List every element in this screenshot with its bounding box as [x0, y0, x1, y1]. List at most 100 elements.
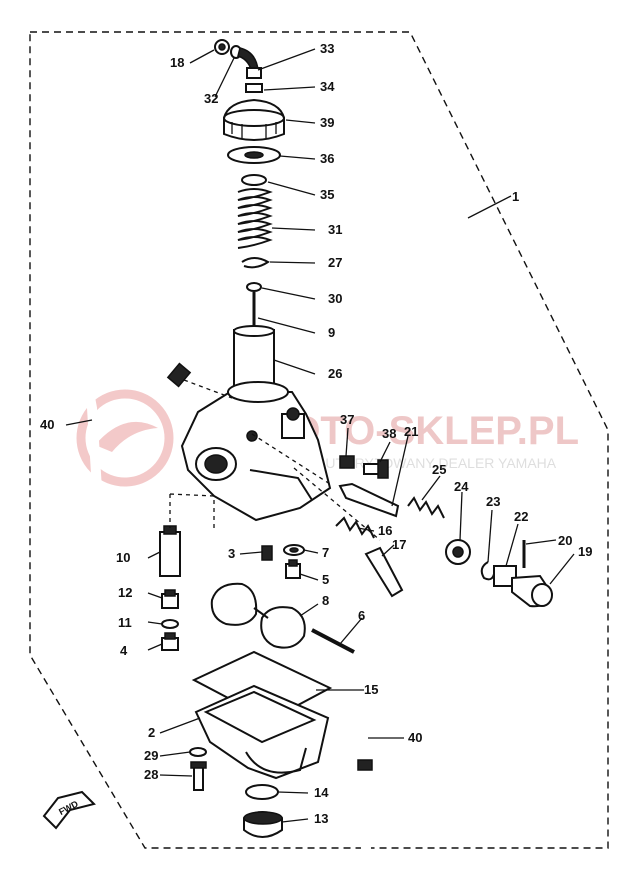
- part-14-o-ring: [245, 784, 279, 800]
- assembly-guide-lines: [169, 379, 381, 541]
- part-5-valve-seat: [285, 559, 301, 579]
- leader-line: [189, 49, 215, 64]
- callout-5: 5: [322, 572, 329, 587]
- leader-line: [271, 227, 316, 231]
- part-17-pilot-screw: [364, 546, 404, 598]
- leader-line: [299, 603, 319, 617]
- callout-7: 7: [322, 545, 329, 560]
- callout-16: 16: [378, 523, 392, 538]
- leader-line: [467, 195, 512, 219]
- callout-14: 14: [314, 785, 329, 800]
- leader-line: [277, 791, 309, 794]
- callout-25: 25: [432, 462, 446, 477]
- callout-17: 17: [392, 537, 406, 552]
- callout-18: 18: [170, 55, 184, 70]
- leader-line: [487, 509, 493, 563]
- leader-line: [263, 86, 316, 91]
- part-3-screw: [261, 545, 273, 561]
- callout-37: 37: [340, 412, 354, 427]
- leader-line: [261, 287, 316, 300]
- part-8-float: [210, 582, 306, 649]
- part-7-washer: [283, 544, 305, 556]
- callout-33: 33: [320, 41, 334, 56]
- leader-line: [505, 523, 519, 567]
- leader-line: [339, 617, 363, 645]
- leader-line: [239, 551, 263, 555]
- leader-line: [303, 549, 319, 554]
- callout-15: 15: [364, 682, 378, 697]
- part-10-main-jet-holder: [159, 525, 181, 577]
- callout-2: 2: [148, 725, 155, 740]
- part-33-elbow: [237, 47, 262, 79]
- part-16-spring: [335, 516, 375, 539]
- callout-12: 12: [118, 585, 132, 600]
- part-28-screw: [190, 761, 207, 791]
- leader-line: [357, 527, 375, 532]
- callout-34: 34: [320, 79, 335, 94]
- leader-line: [147, 551, 161, 559]
- watermark-logo: [76, 389, 174, 487]
- part-13-drain-plug: [243, 811, 283, 838]
- callout-24: 24: [454, 479, 469, 494]
- leader-line: [257, 317, 316, 334]
- part-26-throttle-valve: [233, 325, 275, 387]
- part-40-hose-upper: [83, 340, 192, 511]
- part-37-screw: [339, 455, 355, 469]
- part-25-spring: [407, 496, 445, 519]
- leader-line: [391, 435, 409, 507]
- part-29-washer: [189, 747, 207, 757]
- callout-40-lower: 40: [408, 730, 422, 745]
- callout-28: 28: [144, 767, 158, 782]
- part-34-nut: [245, 83, 263, 93]
- callout-31: 31: [328, 222, 342, 237]
- part-38-screw: [363, 459, 389, 479]
- callout-10: 10: [116, 550, 130, 565]
- callout-13: 13: [314, 811, 328, 826]
- part-12-jet: [161, 589, 179, 609]
- part-22-plunger: [493, 565, 517, 587]
- watermark: MOTO-SKLEP.PL AUTORYZOWANY DEALER YAMAHA: [76, 389, 579, 487]
- leader-line: [65, 419, 93, 426]
- leader-lines: [65, 48, 575, 823]
- callout-38: 38: [382, 426, 396, 441]
- leader-line: [147, 621, 163, 625]
- part-23-ring: [480, 561, 495, 581]
- part-36-gasket: [227, 146, 281, 164]
- callout-8: 8: [322, 593, 329, 608]
- leader-line: [257, 48, 316, 71]
- callout-27: 27: [328, 255, 342, 270]
- leader-line: [345, 427, 349, 457]
- callout-labels: 1 2 3 4 5 6 7 8 9 10 11 12 13 14 15 16 1…: [40, 41, 592, 826]
- callout-26: 26: [328, 366, 342, 381]
- watermark-logo-wing: [95, 421, 158, 452]
- leader-line: [147, 643, 163, 651]
- callout-32: 32: [204, 91, 218, 106]
- part-39-top-cap: [223, 98, 285, 141]
- part-30-needle-clip: [246, 282, 262, 292]
- callout-29: 29: [144, 748, 158, 763]
- part-4-pilot-jet: [161, 632, 179, 651]
- callout-1: 1: [512, 189, 519, 204]
- callout-40-upper: 40: [40, 417, 54, 432]
- part-19-cap: [511, 574, 554, 608]
- carburetor-body: [180, 381, 332, 522]
- callout-36: 36: [320, 151, 334, 166]
- callout-20: 20: [558, 533, 572, 548]
- callout-3: 3: [228, 546, 235, 561]
- leader-line: [549, 553, 575, 585]
- leader-line: [299, 573, 319, 581]
- callout-35: 35: [320, 187, 334, 202]
- callout-19: 19: [578, 544, 592, 559]
- callout-39: 39: [320, 115, 334, 130]
- leader-line: [421, 475, 441, 501]
- part-35-washer: [241, 174, 267, 186]
- leader-line: [269, 261, 316, 264]
- callout-23: 23: [486, 494, 500, 509]
- leader-line: [379, 441, 391, 463]
- leader-line: [273, 359, 316, 375]
- callout-4: 4: [120, 643, 128, 658]
- callout-9: 9: [328, 325, 335, 340]
- assembly-boundary: [29, 31, 609, 849]
- leader-line: [159, 774, 193, 777]
- leader-line: [285, 119, 316, 124]
